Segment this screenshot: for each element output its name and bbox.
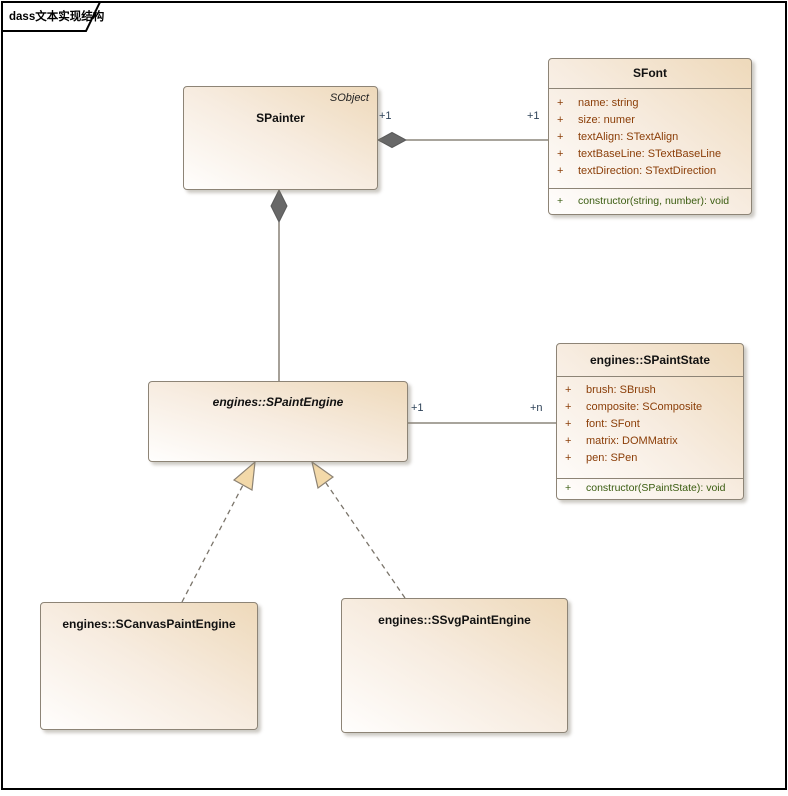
class-spainter[interactable]: SObject SPainter xyxy=(183,86,378,190)
class-title: SFont xyxy=(633,66,667,80)
generalization-arrowhead-icon xyxy=(311,460,335,490)
composition-diamond-icon xyxy=(270,188,288,224)
multiplicity-label: +1 xyxy=(379,110,392,122)
multiplicity-label: +1 xyxy=(411,402,424,414)
diagram-tab-shape xyxy=(1,1,102,32)
spainter-stereotype: SObject xyxy=(329,92,369,104)
realization-link-scanvas-spaintengine[interactable] xyxy=(181,484,244,603)
class-title: engines::SPaintEngine xyxy=(212,395,344,409)
class-title: engines::SSvgPaintEngine xyxy=(378,613,531,627)
class-title: engines::SCanvasPaintEngine xyxy=(62,617,236,631)
attribute: +textDirection: STextDirection xyxy=(557,165,717,177)
class-sfont[interactable]: SFont +name: string +size: numer +textAl… xyxy=(548,58,752,215)
class-title: engines::SPaintState xyxy=(589,353,711,367)
operations-compartment: +constructor(string, number): void xyxy=(549,188,751,213)
class-spaintengine[interactable]: engines::SPaintEngine xyxy=(148,381,408,462)
composition-diamond-icon xyxy=(376,131,408,149)
attribute: +composite: SComposite xyxy=(565,401,703,413)
diagram-title: dass文本实现结构 xyxy=(9,11,105,23)
attribute: +size: numer xyxy=(557,114,635,126)
class-title: SPainter xyxy=(256,111,305,125)
operations-compartment: +constructor(SPaintState): void xyxy=(557,478,743,498)
class-ssvgpaintengine[interactable]: engines::SSvgPaintEngine xyxy=(341,598,568,733)
class-spaintstate[interactable]: engines::SPaintState +brush: SBrush +com… xyxy=(556,343,744,500)
attribute: +matrix: DOMMatrix xyxy=(565,435,678,447)
class-scanvaspaintengine[interactable]: engines::SCanvasPaintEngine xyxy=(40,602,258,730)
attribute: +brush: SBrush xyxy=(565,384,656,396)
attributes-compartment: +name: string +size: numer +textAlign: S… xyxy=(549,88,751,188)
multiplicity-label: +n xyxy=(530,402,543,414)
operation: +constructor(SPaintState): void xyxy=(565,482,726,494)
attribute: +textBaseLine: STextBaseLine xyxy=(557,148,722,160)
attribute: +textAlign: STextAlign xyxy=(557,131,679,143)
multiplicity-label: +1 xyxy=(527,110,540,122)
attribute: +name: string xyxy=(557,97,639,109)
realization-link-ssvg-spaintengine[interactable] xyxy=(325,482,406,599)
operation: +constructor(string, number): void xyxy=(557,195,730,207)
attribute: +font: SFont xyxy=(565,418,640,430)
attribute: +pen: SPen xyxy=(565,452,638,464)
attributes-compartment: +brush: SBrush +composite: SComposite +f… xyxy=(557,376,743,478)
generalization-arrowhead-icon xyxy=(232,460,256,491)
